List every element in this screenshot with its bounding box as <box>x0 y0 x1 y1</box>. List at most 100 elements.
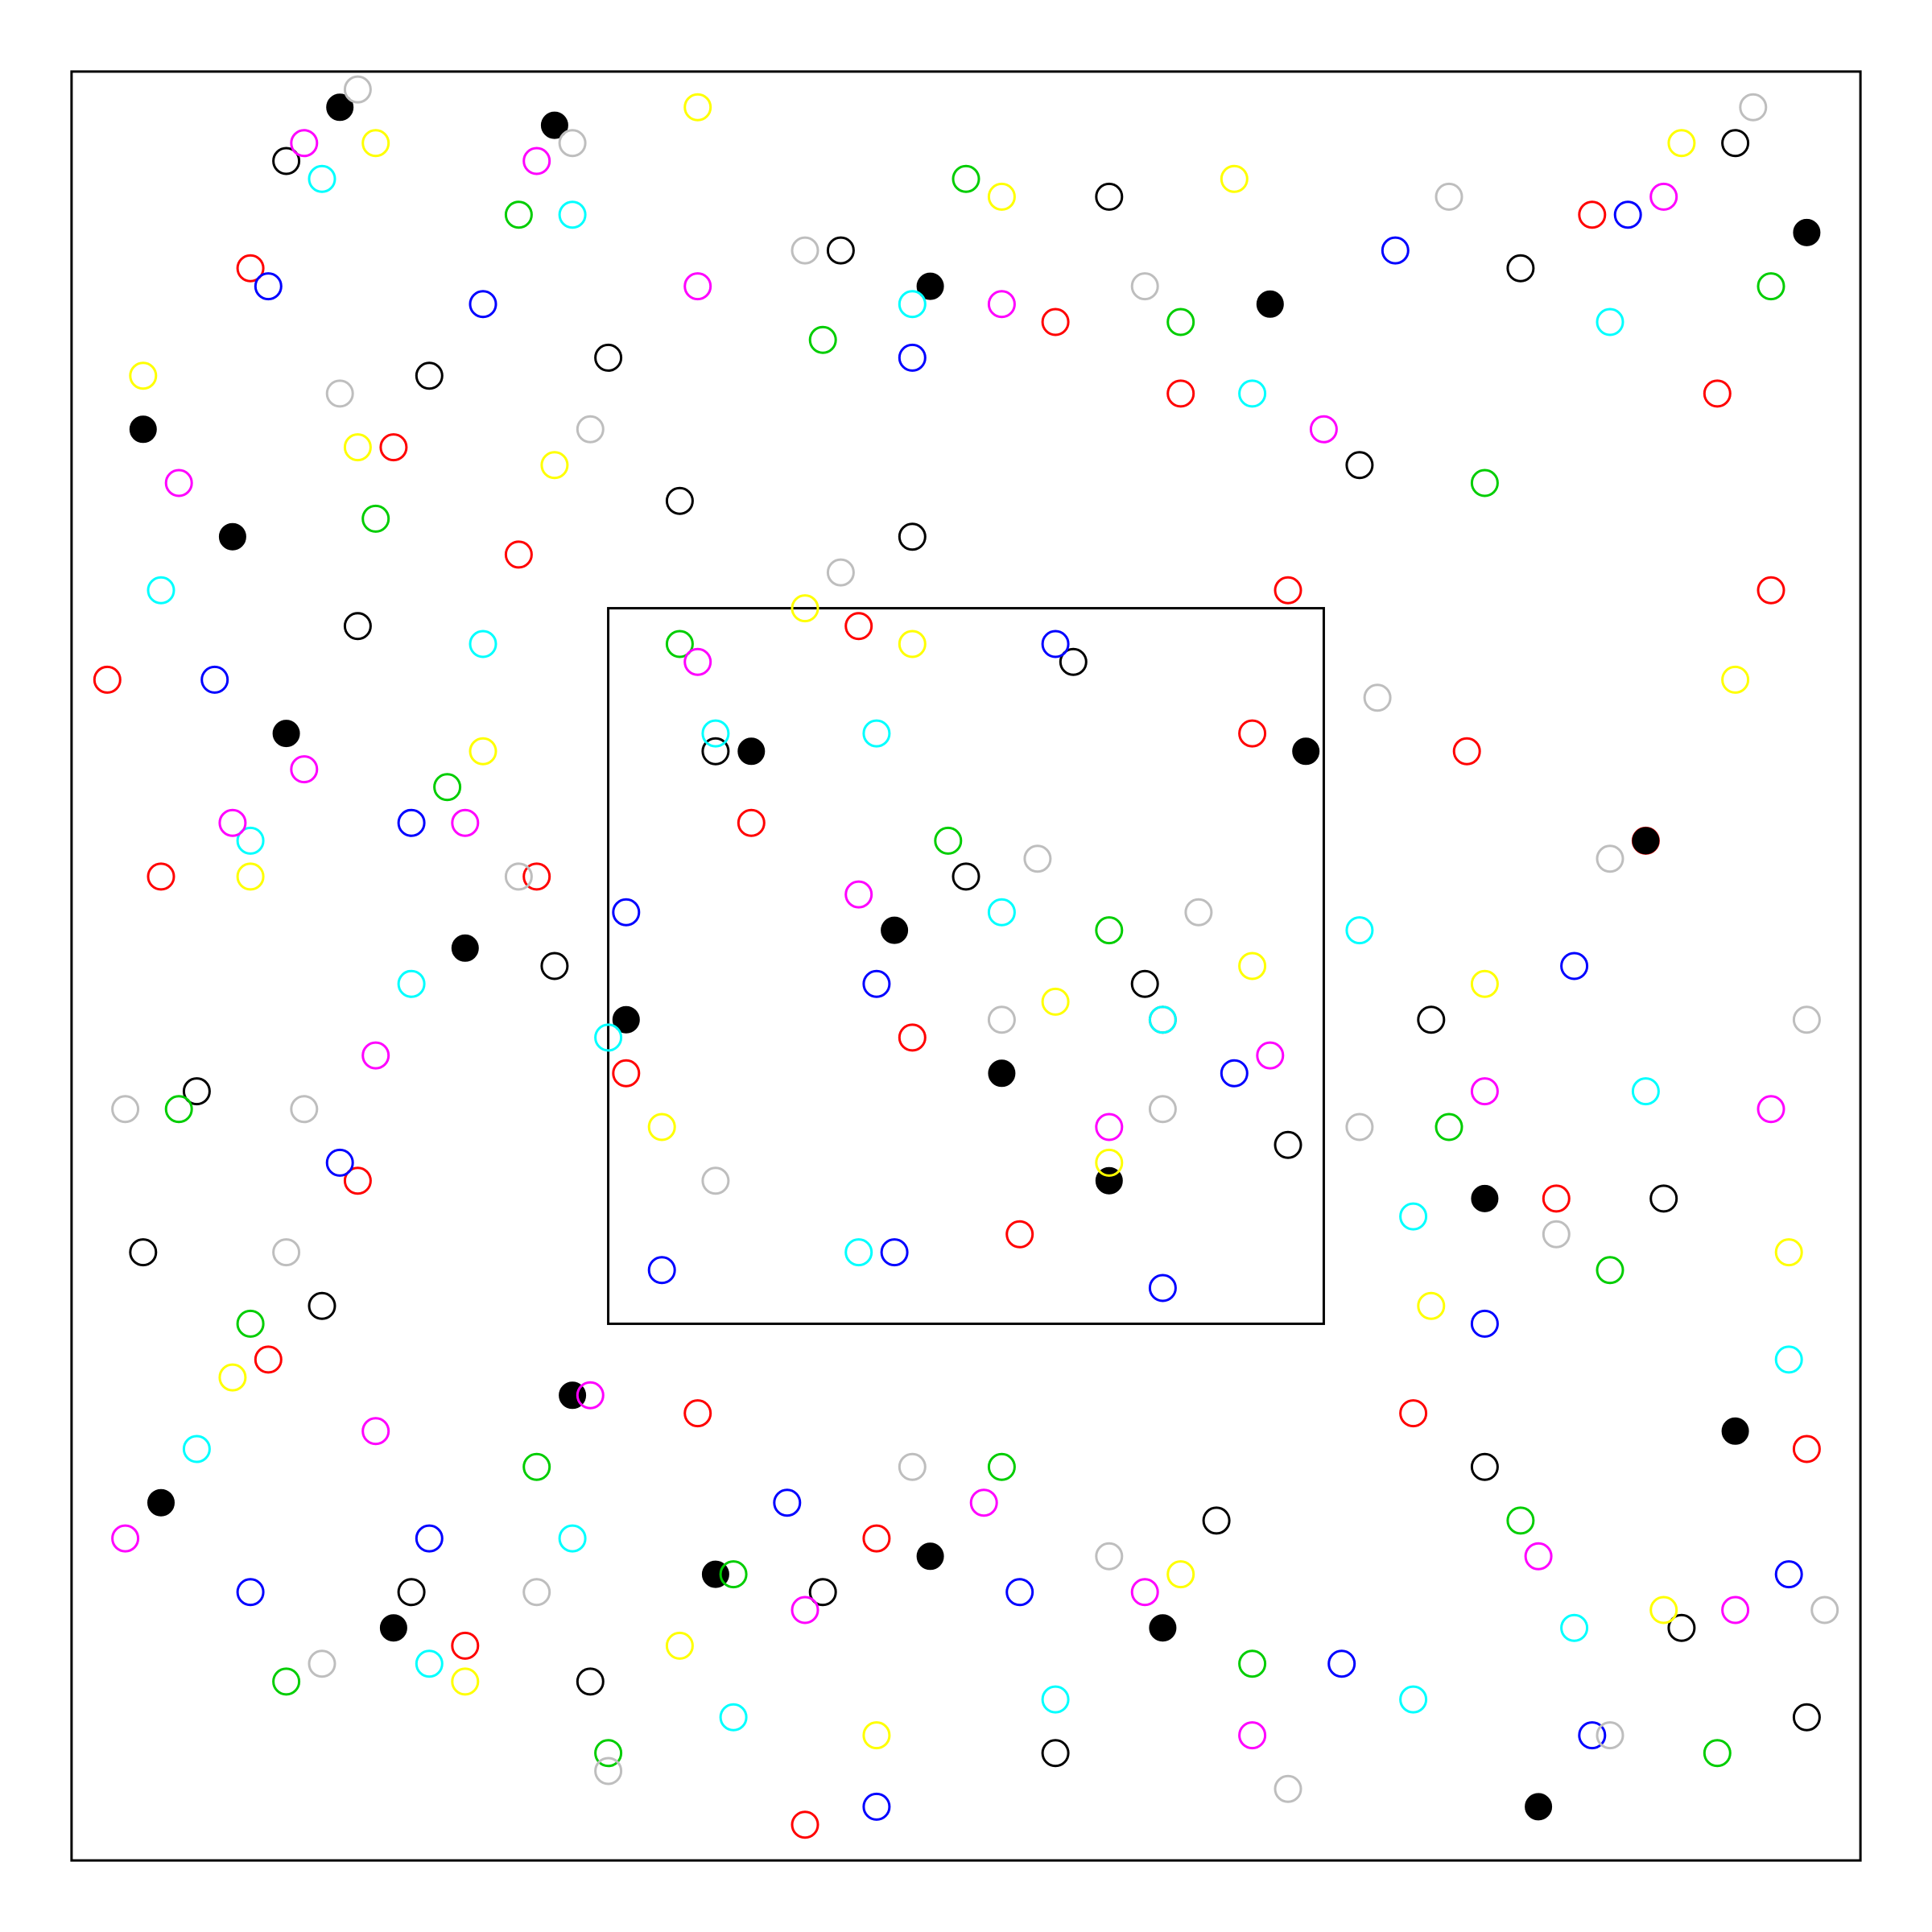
gray-point <box>1130 272 1159 301</box>
red-point <box>522 862 551 891</box>
green-point <box>1238 1649 1267 1678</box>
blue-point <box>1613 200 1642 229</box>
blue-point <box>1774 1560 1803 1589</box>
red-point <box>451 1631 480 1660</box>
black-point <box>343 612 372 641</box>
filled-black-point <box>881 916 909 944</box>
inner-window-frame <box>607 607 1325 1325</box>
red-point <box>1757 576 1785 605</box>
blue-point <box>1560 952 1589 980</box>
gray-point <box>594 1757 623 1785</box>
yellow-point <box>1649 1596 1678 1624</box>
black-point <box>594 343 623 372</box>
red-point <box>1041 308 1070 336</box>
gray-point <box>791 236 819 265</box>
gray-point <box>1435 182 1463 211</box>
magenta-point <box>1524 1542 1553 1571</box>
cyan-point <box>1399 1202 1428 1231</box>
gray-point <box>898 1452 927 1481</box>
filled-black-point <box>147 1488 175 1517</box>
black-point <box>701 737 730 766</box>
cyan-point <box>397 969 426 998</box>
cyan-point <box>862 719 891 748</box>
black-point <box>952 862 980 891</box>
black-point <box>308 1291 336 1320</box>
yellow-point <box>1774 1238 1803 1267</box>
cyan-point <box>898 290 927 319</box>
blue-point <box>1470 1309 1499 1338</box>
yellow-point <box>236 862 265 891</box>
blue-point <box>1327 1649 1356 1678</box>
red-point <box>254 1345 283 1374</box>
filled-black-point <box>540 111 568 139</box>
filled-black-point <box>1149 1614 1177 1642</box>
yellow-point <box>1721 665 1750 694</box>
yellow-point <box>665 1631 694 1660</box>
black-point <box>898 522 927 551</box>
green-point <box>1757 272 1785 301</box>
black-point <box>129 1238 158 1267</box>
magenta-point <box>1757 1095 1785 1124</box>
blue-point <box>236 1578 265 1607</box>
cyan-point <box>308 164 336 193</box>
black-point <box>182 1077 211 1106</box>
filled-black-point <box>326 93 354 122</box>
yellow-point <box>1041 987 1070 1016</box>
gray-point <box>1596 1721 1624 1750</box>
filled-black-point <box>129 415 157 444</box>
red-point <box>898 1023 927 1052</box>
cyan-point <box>1238 379 1267 408</box>
filled-black-point <box>1292 737 1320 766</box>
cyan-point <box>1774 1345 1803 1374</box>
red-point <box>1166 379 1195 408</box>
magenta-point <box>844 880 873 909</box>
filled-black-point <box>1632 827 1660 855</box>
green-point <box>808 325 837 354</box>
filled-black-point <box>1471 1184 1499 1212</box>
filled-black-point <box>612 1005 640 1034</box>
red-point <box>93 665 122 694</box>
blue-point <box>1041 630 1070 658</box>
filled-black-point <box>1256 290 1284 318</box>
red-point <box>683 1399 712 1428</box>
black-point <box>1417 1005 1446 1034</box>
black-point <box>1506 254 1535 283</box>
gray-point <box>576 415 605 444</box>
magenta-point <box>164 469 193 497</box>
red-point <box>343 1166 372 1195</box>
magenta-point <box>791 1596 819 1624</box>
magenta-point <box>987 290 1016 319</box>
blue-point <box>898 343 927 372</box>
green-point <box>594 1739 623 1768</box>
gray-point <box>1184 898 1213 927</box>
cyan-point <box>1560 1613 1589 1642</box>
magenta-point <box>361 1041 390 1070</box>
cyan-point <box>594 1023 623 1052</box>
yellow-point <box>898 630 927 658</box>
magenta-point <box>1095 1113 1124 1141</box>
yellow-point <box>469 737 497 766</box>
filled-black-point <box>988 1059 1016 1088</box>
gray-point <box>1345 1113 1374 1141</box>
red-point <box>1399 1399 1428 1428</box>
black-point <box>415 361 444 390</box>
yellow-point <box>647 1113 676 1141</box>
red-point <box>1578 200 1607 229</box>
points-layer <box>93 75 1839 1839</box>
cyan-point <box>558 1524 587 1553</box>
cyan-point <box>1631 1077 1660 1106</box>
cyan-point <box>844 1238 873 1267</box>
cyan-point <box>1399 1685 1428 1714</box>
outer-window-frame <box>70 70 1862 1862</box>
green-point <box>164 1095 193 1124</box>
cyan-point <box>1596 308 1624 336</box>
green-point <box>665 630 694 658</box>
blue-point <box>773 1488 802 1517</box>
yellow-point <box>1095 1148 1124 1177</box>
magenta-point <box>111 1524 140 1553</box>
black-point <box>1274 1130 1302 1159</box>
yellow-point <box>343 433 372 462</box>
green-point <box>1703 1739 1732 1768</box>
gray-point <box>522 1578 551 1607</box>
red-point <box>1792 1435 1821 1463</box>
